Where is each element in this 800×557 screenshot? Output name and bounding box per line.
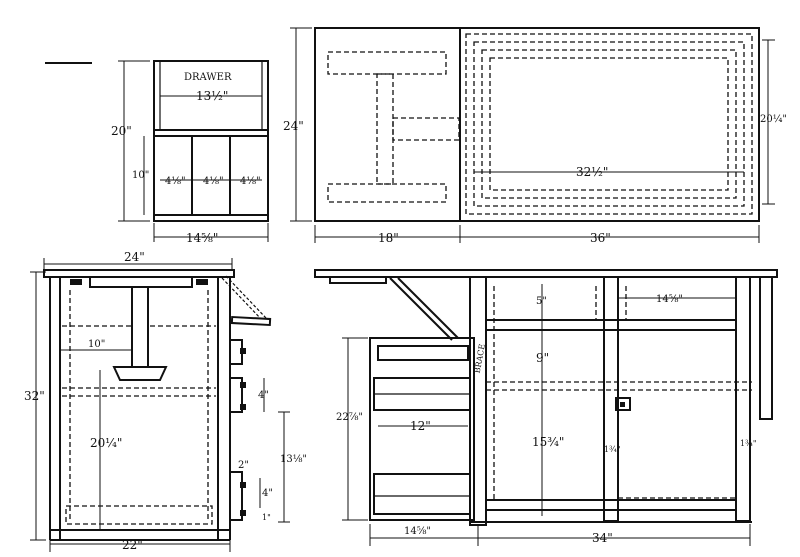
drawer-view: DRAWER 13½" 20" 10" 4⅛" 4⅛" 4⅛" 14⅝" (45, 60, 269, 245)
drawer-inner-width: 13½" (196, 89, 228, 103)
top-left-width: 18" (378, 231, 399, 245)
front-drawer-width: 12" (410, 419, 431, 433)
top-depth: 24" (283, 119, 304, 133)
front-right-width: 14⅝" (656, 294, 683, 305)
top-outline (314, 27, 760, 222)
side-leg-offset: 10" (88, 339, 105, 350)
side-top-width: 24" (124, 250, 145, 264)
front-top-shelf: 5" (536, 296, 547, 307)
drawer-lower-height: 10" (132, 170, 149, 181)
front-bottom-right-width: 34" (592, 531, 613, 545)
compartment-1-width: 4⅛" (165, 176, 186, 187)
front-post-width-2: 1¾" (740, 439, 757, 448)
side-bottom-width: 22" (122, 538, 143, 552)
side-gap1: 13⅛" (280, 454, 307, 465)
drawer-label: DRAWER (184, 72, 232, 83)
drawer-outline (153, 60, 269, 222)
top-inner-length: 32½" (576, 165, 608, 179)
compartment-3-width: 4⅛" (240, 176, 261, 187)
top-right-depth: 20¼" (760, 114, 787, 125)
front-bottom-left-width: 14⅝" (404, 526, 431, 537)
drawer-outer-width: 14⅝" (186, 231, 218, 245)
side-top-slab (43, 269, 235, 278)
top-right-width: 36" (590, 231, 611, 245)
front-mid-space: 9" (536, 351, 549, 365)
front-view: BRACE 5" 9" 15¾" 14⅝" (314, 269, 778, 546)
drawer-height: 20" (111, 124, 132, 138)
side-drawer-h3: 4" (262, 488, 273, 499)
side-view: 24" 10" 20¼" 32" (24, 250, 307, 552)
front-post-width-1: 1¾" (604, 445, 621, 454)
front-top-slab (314, 269, 778, 278)
side-drawer-h2: 2" (238, 460, 249, 471)
top-view: 32½" 24" 20¼" 18" 36" (283, 27, 787, 245)
side-height: 32" (24, 389, 45, 403)
front-lower-space: 15¾" (532, 435, 564, 449)
side-drawer-h1: 4" (258, 390, 269, 401)
side-drop-height: 20¼" (90, 436, 122, 450)
side-drawer-h4: 1" (262, 513, 271, 522)
compartment-2-width: 4⅛" (203, 176, 224, 187)
front-left-height: 22⅞" (336, 412, 363, 423)
